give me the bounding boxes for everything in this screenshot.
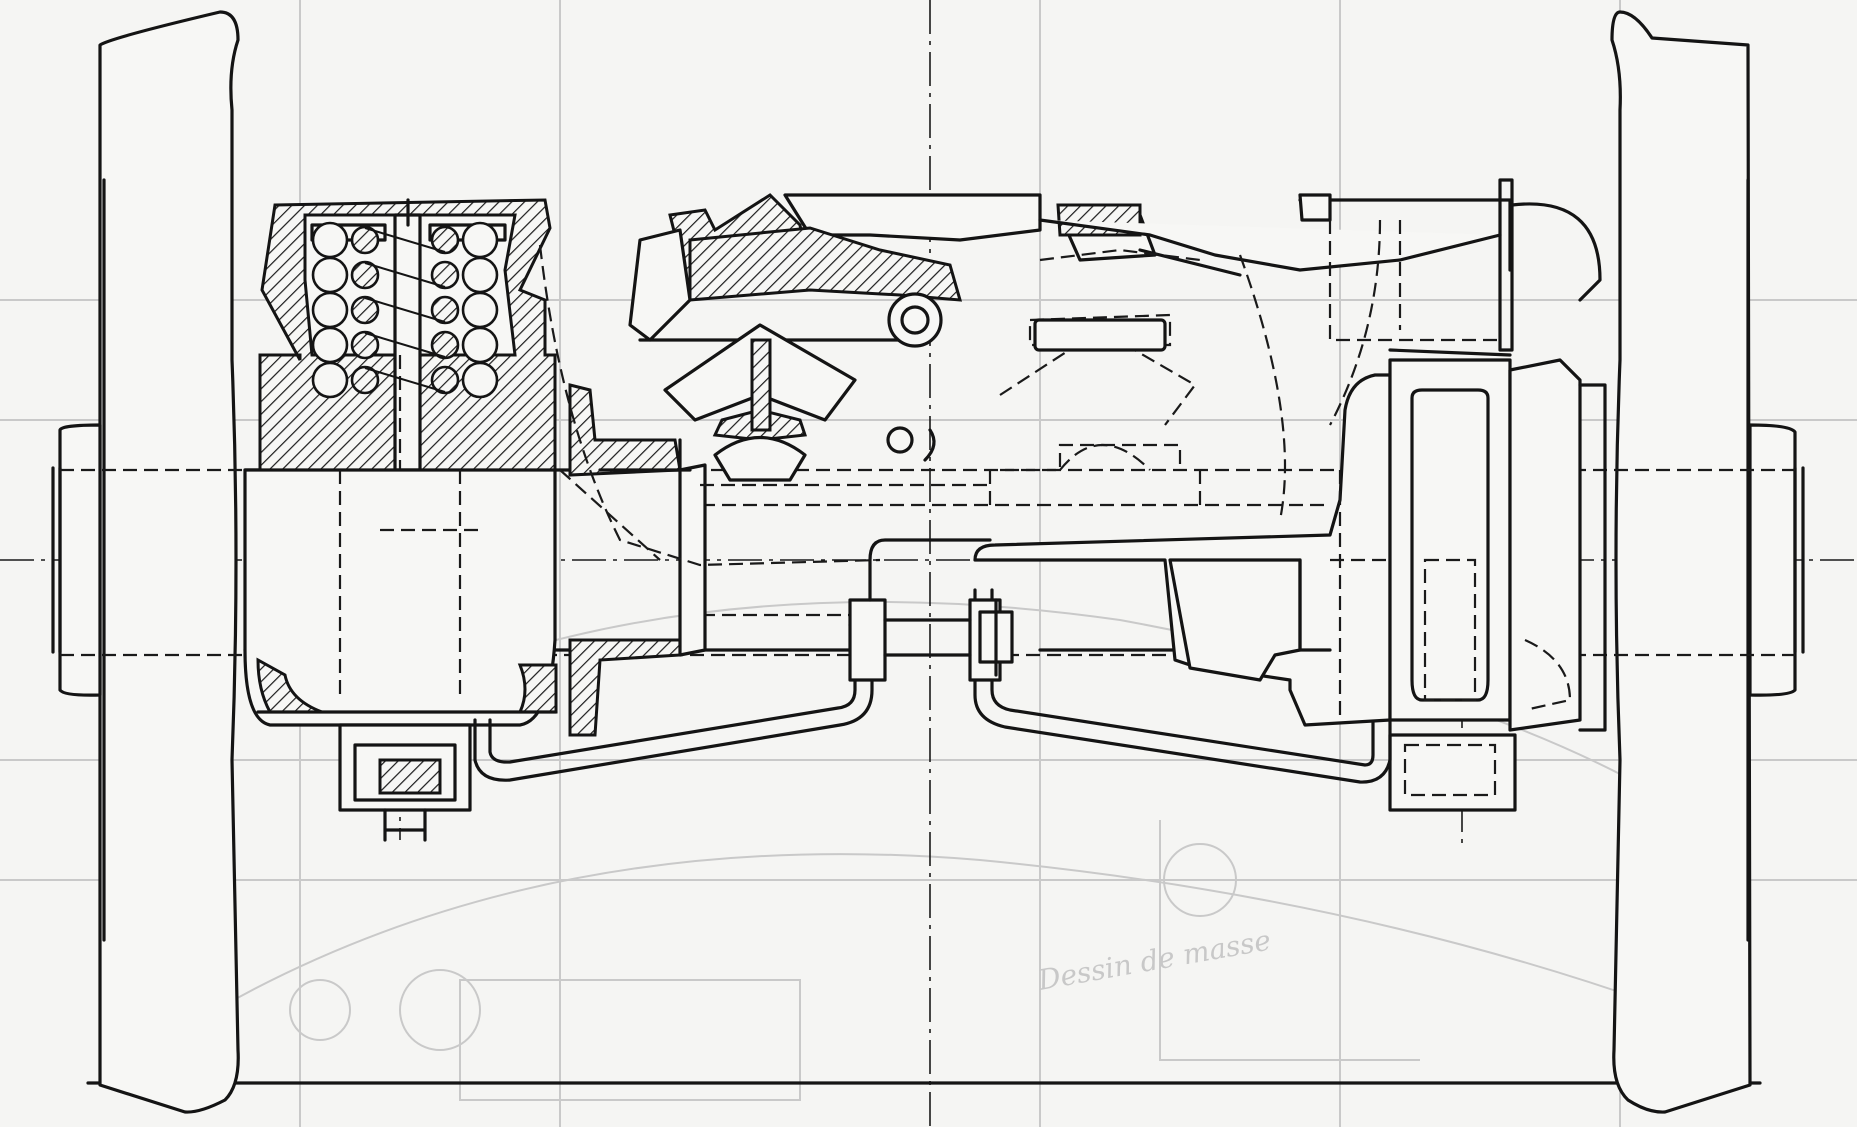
gear-outline-dashed [538,219,1382,567]
right-mounting-lug [1388,733,1517,812]
left-wheel [51,10,240,1114]
spring-wire [364,332,446,358]
spring-coil-section [430,330,460,360]
spring-coil-section [311,291,349,329]
left-mounting-lug [338,723,472,842]
spring-coil-section [430,295,460,325]
central-coupling [848,538,1014,682]
spring-coil-section [461,326,499,364]
left-drive-flange [568,383,707,737]
right-axle-box [1338,383,1607,732]
spring-coil-section [350,295,380,325]
spring-coil-section [461,291,499,329]
coil-springs [311,221,499,399]
spring-coil-section [430,260,460,290]
right-gear-housing [973,178,1602,732]
spring-coil-section [461,256,499,294]
spring-coil-section [461,221,499,259]
spring-coil-section [311,326,349,364]
fasteners [886,426,936,462]
spring-wire [364,262,446,288]
spring-wire [364,227,446,253]
spring-coil-section [350,365,380,395]
spring-wire [364,297,446,323]
spring-coil-section [461,361,499,399]
spring-coil-section [311,361,349,399]
spring-coil-section [350,330,380,360]
pinion-sector-dashed [999,248,1201,472]
upper-gear-case [628,193,1502,348]
spring-coil-section [311,256,349,294]
spring-coil-section [350,225,380,255]
left-axle-box [243,468,558,727]
spring-coil-section [311,221,349,259]
pinion-sector [663,323,857,482]
spring-coil-section [430,225,460,255]
spring-coil-section [430,365,460,395]
right-wheel [1610,10,1805,1114]
spring-wire [364,367,446,393]
spring-coil-section [350,260,380,290]
